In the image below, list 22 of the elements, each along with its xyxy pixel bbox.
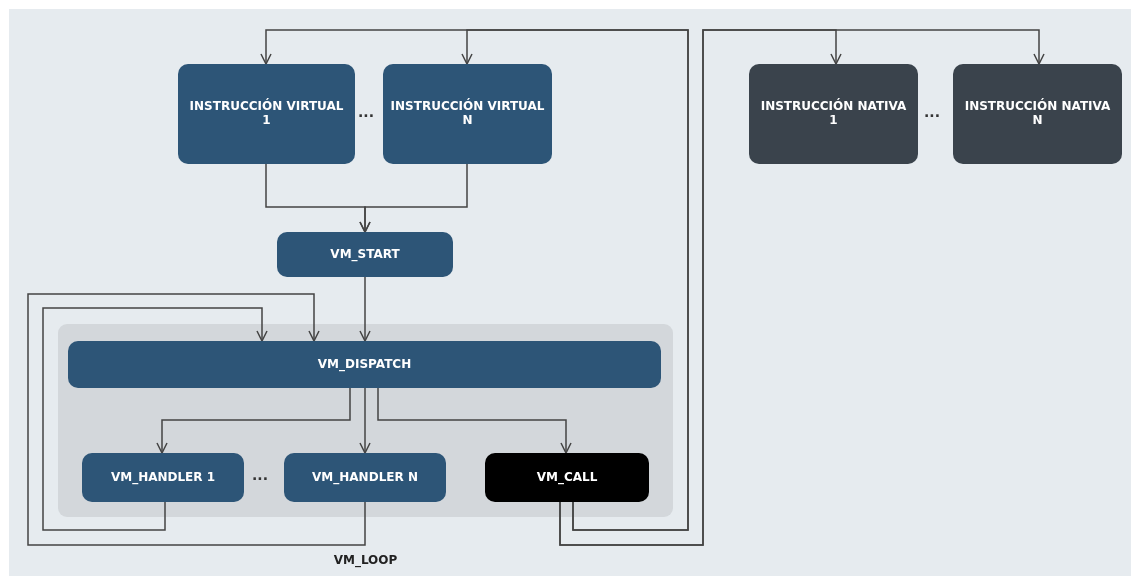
group-label: VM_LOOP	[333, 553, 398, 567]
process-box: VM_CALL	[485, 453, 649, 502]
instruction-box: INSTRUCCIÓN NATIVA N	[953, 64, 1122, 164]
arrow	[42, 307, 268, 531]
process-box: VM_START	[277, 232, 453, 277]
arrow	[461, 29, 689, 531]
arrow	[359, 387, 371, 454]
arrow	[27, 293, 366, 546]
ellipsis: ...	[358, 104, 374, 120]
arrow	[156, 387, 351, 454]
arrow	[559, 29, 1045, 546]
instruction-box: INSTRUCCIÓN VIRTUAL N	[383, 64, 552, 164]
instruction-box: INSTRUCCIÓN VIRTUAL 1	[178, 64, 355, 164]
arrow	[359, 163, 468, 233]
ellipsis: ...	[252, 467, 268, 483]
arrow	[377, 387, 572, 454]
process-box: VM_DISPATCH	[68, 341, 661, 388]
instruction-box: INSTRUCCIÓN NATIVA 1	[749, 64, 918, 164]
arrow	[359, 276, 371, 342]
handler-box: VM_HANDLER N	[284, 453, 446, 502]
ellipsis: ...	[924, 104, 940, 120]
handler-box: VM_HANDLER 1	[82, 453, 244, 502]
